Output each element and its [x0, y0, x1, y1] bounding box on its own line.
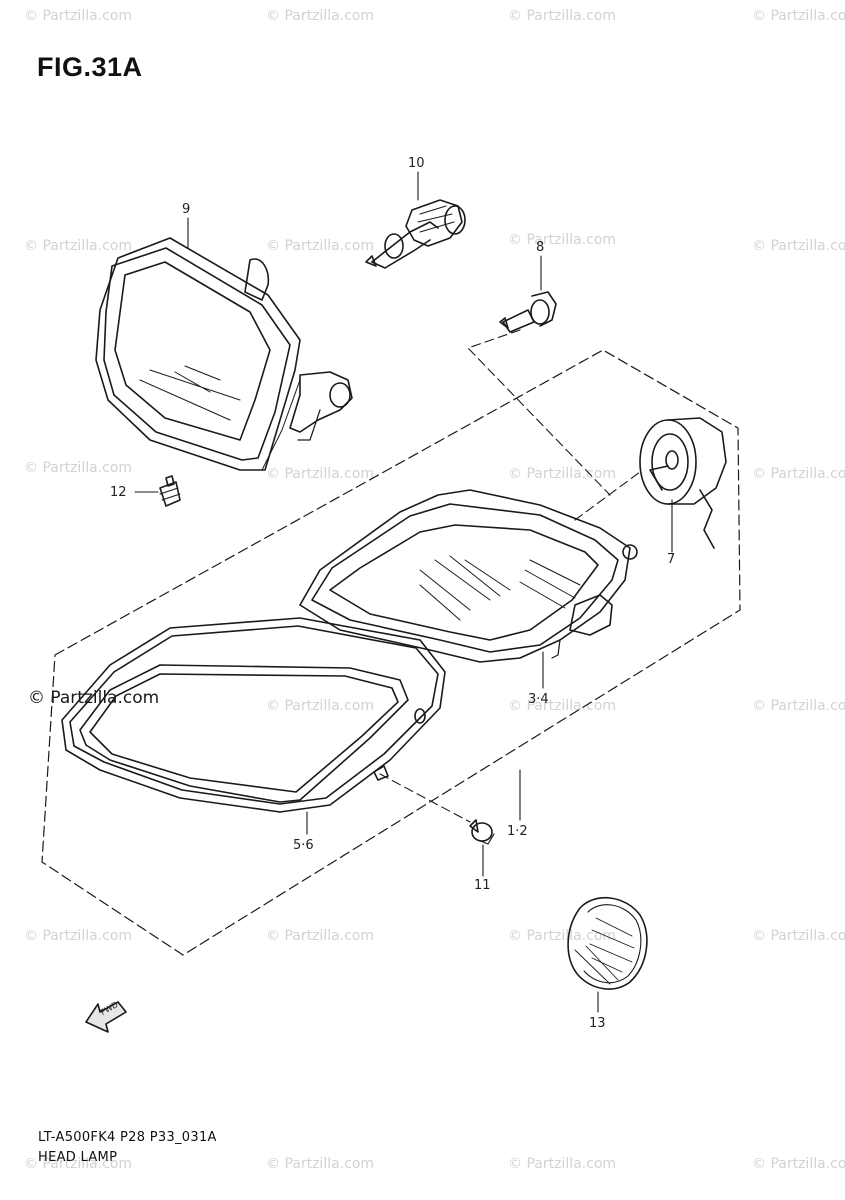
model-code: LT-A500FK4 P28 P33_031A — [38, 1130, 217, 1145]
watermark-prominent: © Partzilla.com — [28, 688, 160, 708]
watermark: © Partzilla.com — [508, 466, 617, 482]
callout-13[interactable]: 13 — [589, 1016, 606, 1031]
watermark: © Partzilla.com — [266, 1156, 375, 1172]
headlamp-housing — [95, 237, 353, 471]
watermark: © Partzilla.com — [266, 8, 375, 24]
section-name: HEAD LAMP — [38, 1150, 118, 1165]
socket-cover — [639, 417, 727, 549]
watermark: © Partzilla.com — [752, 1156, 845, 1172]
watermark: © Partzilla.com — [508, 8, 617, 24]
watermark: © Partzilla.com — [266, 466, 375, 482]
callout-10[interactable]: 10 — [408, 156, 425, 171]
callout-3-4[interactable]: 3·4 — [528, 692, 549, 707]
watermark: © Partzilla.com — [752, 466, 845, 482]
reflector — [567, 896, 648, 990]
watermark: © Partzilla.com — [752, 928, 845, 944]
leader-lines — [134, 171, 673, 1013]
assembly-boundary — [41, 349, 741, 956]
watermark: © Partzilla.com — [24, 928, 133, 944]
headlamp-bezel — [61, 617, 446, 813]
fwd-arrow-icon — [85, 1001, 127, 1033]
watermark: © Partzilla.com — [508, 928, 617, 944]
watermark: © Partzilla.com — [752, 238, 845, 254]
watermark: © Partzilla.com — [752, 8, 845, 24]
callout-1-2[interactable]: 1·2 — [507, 824, 528, 839]
watermark: © Partzilla.com — [752, 698, 845, 714]
callout-9[interactable]: 9 — [182, 202, 191, 217]
watermark: © Partzilla.com — [24, 238, 133, 254]
headlamp-unit — [299, 489, 638, 663]
watermark: © Partzilla.com — [24, 1156, 133, 1172]
figure-title: FIG.31A — [37, 52, 143, 82]
watermark: © Partzilla.com — [266, 238, 375, 254]
callout-5-6[interactable]: 5·6 — [293, 838, 314, 853]
adjust-screw — [159, 475, 181, 507]
watermark: © Partzilla.com — [508, 232, 617, 248]
callout-12[interactable]: 12 — [110, 485, 127, 500]
callout-7[interactable]: 7 — [667, 552, 676, 567]
watermark: © Partzilla.com — [508, 1156, 617, 1172]
watermark: © Partzilla.com — [24, 460, 133, 476]
watermark: © Partzilla.com — [266, 698, 375, 714]
watermark: © Partzilla.com — [508, 698, 617, 714]
callout-8[interactable]: 8 — [536, 240, 545, 255]
callout-11[interactable]: 11 — [474, 878, 491, 893]
bezel-screw — [469, 819, 495, 845]
watermark: © Partzilla.com — [266, 928, 375, 944]
halogen-bulb — [365, 199, 466, 269]
watermark: © Partzilla.com — [24, 8, 133, 24]
position-bulb — [499, 291, 557, 333]
